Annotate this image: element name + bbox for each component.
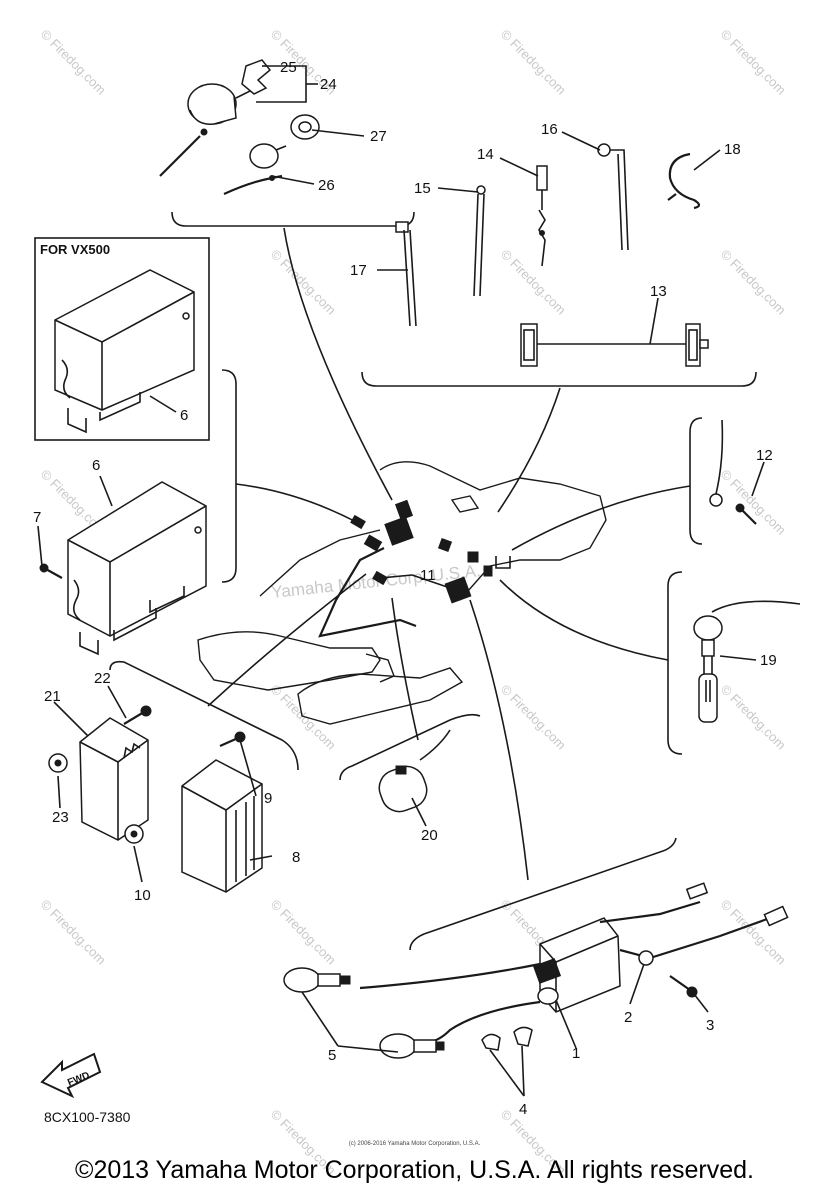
watermark-text: © Firedog.com (38, 27, 109, 98)
callout-leaders (37, 65, 765, 1097)
callout-23: 23 (52, 809, 69, 826)
fwd-arrow-icon: FWD (40, 1052, 102, 1099)
holder-14 (536, 165, 548, 267)
chassis-outline (197, 461, 607, 725)
watermark-text: © Firedog.com (718, 247, 789, 318)
callout-17: 17 (350, 262, 367, 279)
group-bracket-bottom (409, 837, 677, 951)
bolt-22 (123, 705, 152, 725)
inset-box-vx500 (34, 237, 210, 441)
band-17 (395, 221, 417, 327)
callout-labels: 1 2 3 4 5 6 6 7 8 9 10 11 12 13 14 15 16… (33, 59, 777, 1118)
watermark-text: © Firedog.com (498, 247, 569, 318)
callout-11: 11 (420, 567, 436, 584)
clamps-4 (481, 1026, 533, 1051)
leader-lines (207, 227, 691, 881)
callout-20: 20 (421, 827, 438, 844)
bolt-3 (669, 975, 698, 998)
cdi-unit-inset (54, 269, 195, 434)
regulator-8 (181, 759, 263, 893)
callout-18: 18 (724, 141, 741, 158)
clip-18 (667, 152, 701, 210)
callout-19: 19 (760, 652, 777, 669)
oil-sensor-19 (693, 600, 801, 723)
watermark-text: © Firedog.com (498, 27, 569, 98)
callout-12: 12 (756, 447, 773, 464)
callout-22: 22 (94, 670, 111, 687)
ground-lead-12 (709, 419, 757, 525)
watermark-text: © Firedog.com (38, 897, 109, 968)
nut-10 (124, 824, 144, 844)
group-bracket-right-top (689, 417, 703, 545)
group-bracket-bottom-left (109, 660, 299, 771)
central-connectors (318, 499, 511, 638)
group-bracket-mid (339, 713, 481, 781)
callout-27: 27 (370, 128, 387, 145)
callout-5: 5 (328, 1047, 336, 1064)
tie-15 (473, 185, 486, 297)
watermark-text: © Firedog.com (718, 467, 789, 538)
plug-caps-5 (283, 962, 541, 1059)
callout-14: 14 (477, 146, 494, 163)
group-bracket-top-left (171, 211, 415, 227)
callout-3: 3 (706, 1017, 714, 1034)
ignition-coil-1 (532, 882, 789, 1013)
callout-6: 6 (92, 457, 100, 474)
callout-26: 26 (318, 177, 335, 194)
copyright-text: ©2013 Yamaha Motor Corporation, U.S.A. A… (75, 1156, 754, 1184)
condenser-20 (378, 729, 451, 813)
diagram-code: 8CX100-7380 (44, 1109, 131, 1125)
callout-6-inset: 6 (180, 407, 188, 424)
callout-9: 9 (264, 790, 272, 807)
callout-4: 4 (519, 1101, 527, 1118)
switch-26 (223, 143, 287, 195)
callout-15: 15 (414, 180, 431, 197)
clamp-16 (597, 143, 629, 251)
watermark-text: © Firedog.com (718, 682, 789, 753)
watermark-text: © Firedog.com (718, 27, 789, 98)
callout-24: 24 (320, 76, 337, 93)
fine-print: (c) 2006-2016 Yamaha Motor Corporation, … (348, 1141, 481, 1147)
callout-10: 10 (134, 887, 151, 904)
callout-16: 16 (541, 121, 558, 138)
switch-nut-27 (290, 114, 320, 140)
callout-25: 25 (280, 59, 297, 76)
callout-13: 13 (650, 283, 667, 300)
watermark-text: © Firedog.com (498, 682, 569, 753)
callout-2: 2 (624, 1009, 632, 1026)
callout-7: 7 (33, 509, 41, 526)
watermark-text: © Firedog.com (268, 897, 339, 968)
callout-8: 8 (292, 849, 300, 866)
callout-21: 21 (44, 688, 61, 705)
cdi-unit-main (67, 481, 207, 656)
rectifier-21 (79, 717, 149, 841)
inset-label: FOR VX500 (40, 242, 110, 257)
bolt-9 (219, 731, 246, 748)
nut-23 (48, 753, 68, 773)
connector-13 (520, 323, 709, 367)
bolt-7 (39, 563, 63, 579)
group-bracket-left (221, 369, 237, 583)
group-bracket-right-mid (667, 571, 683, 755)
main-switch-assembly (159, 59, 272, 177)
group-bracket-top-right (361, 371, 757, 387)
callout-1: 1 (572, 1045, 580, 1062)
